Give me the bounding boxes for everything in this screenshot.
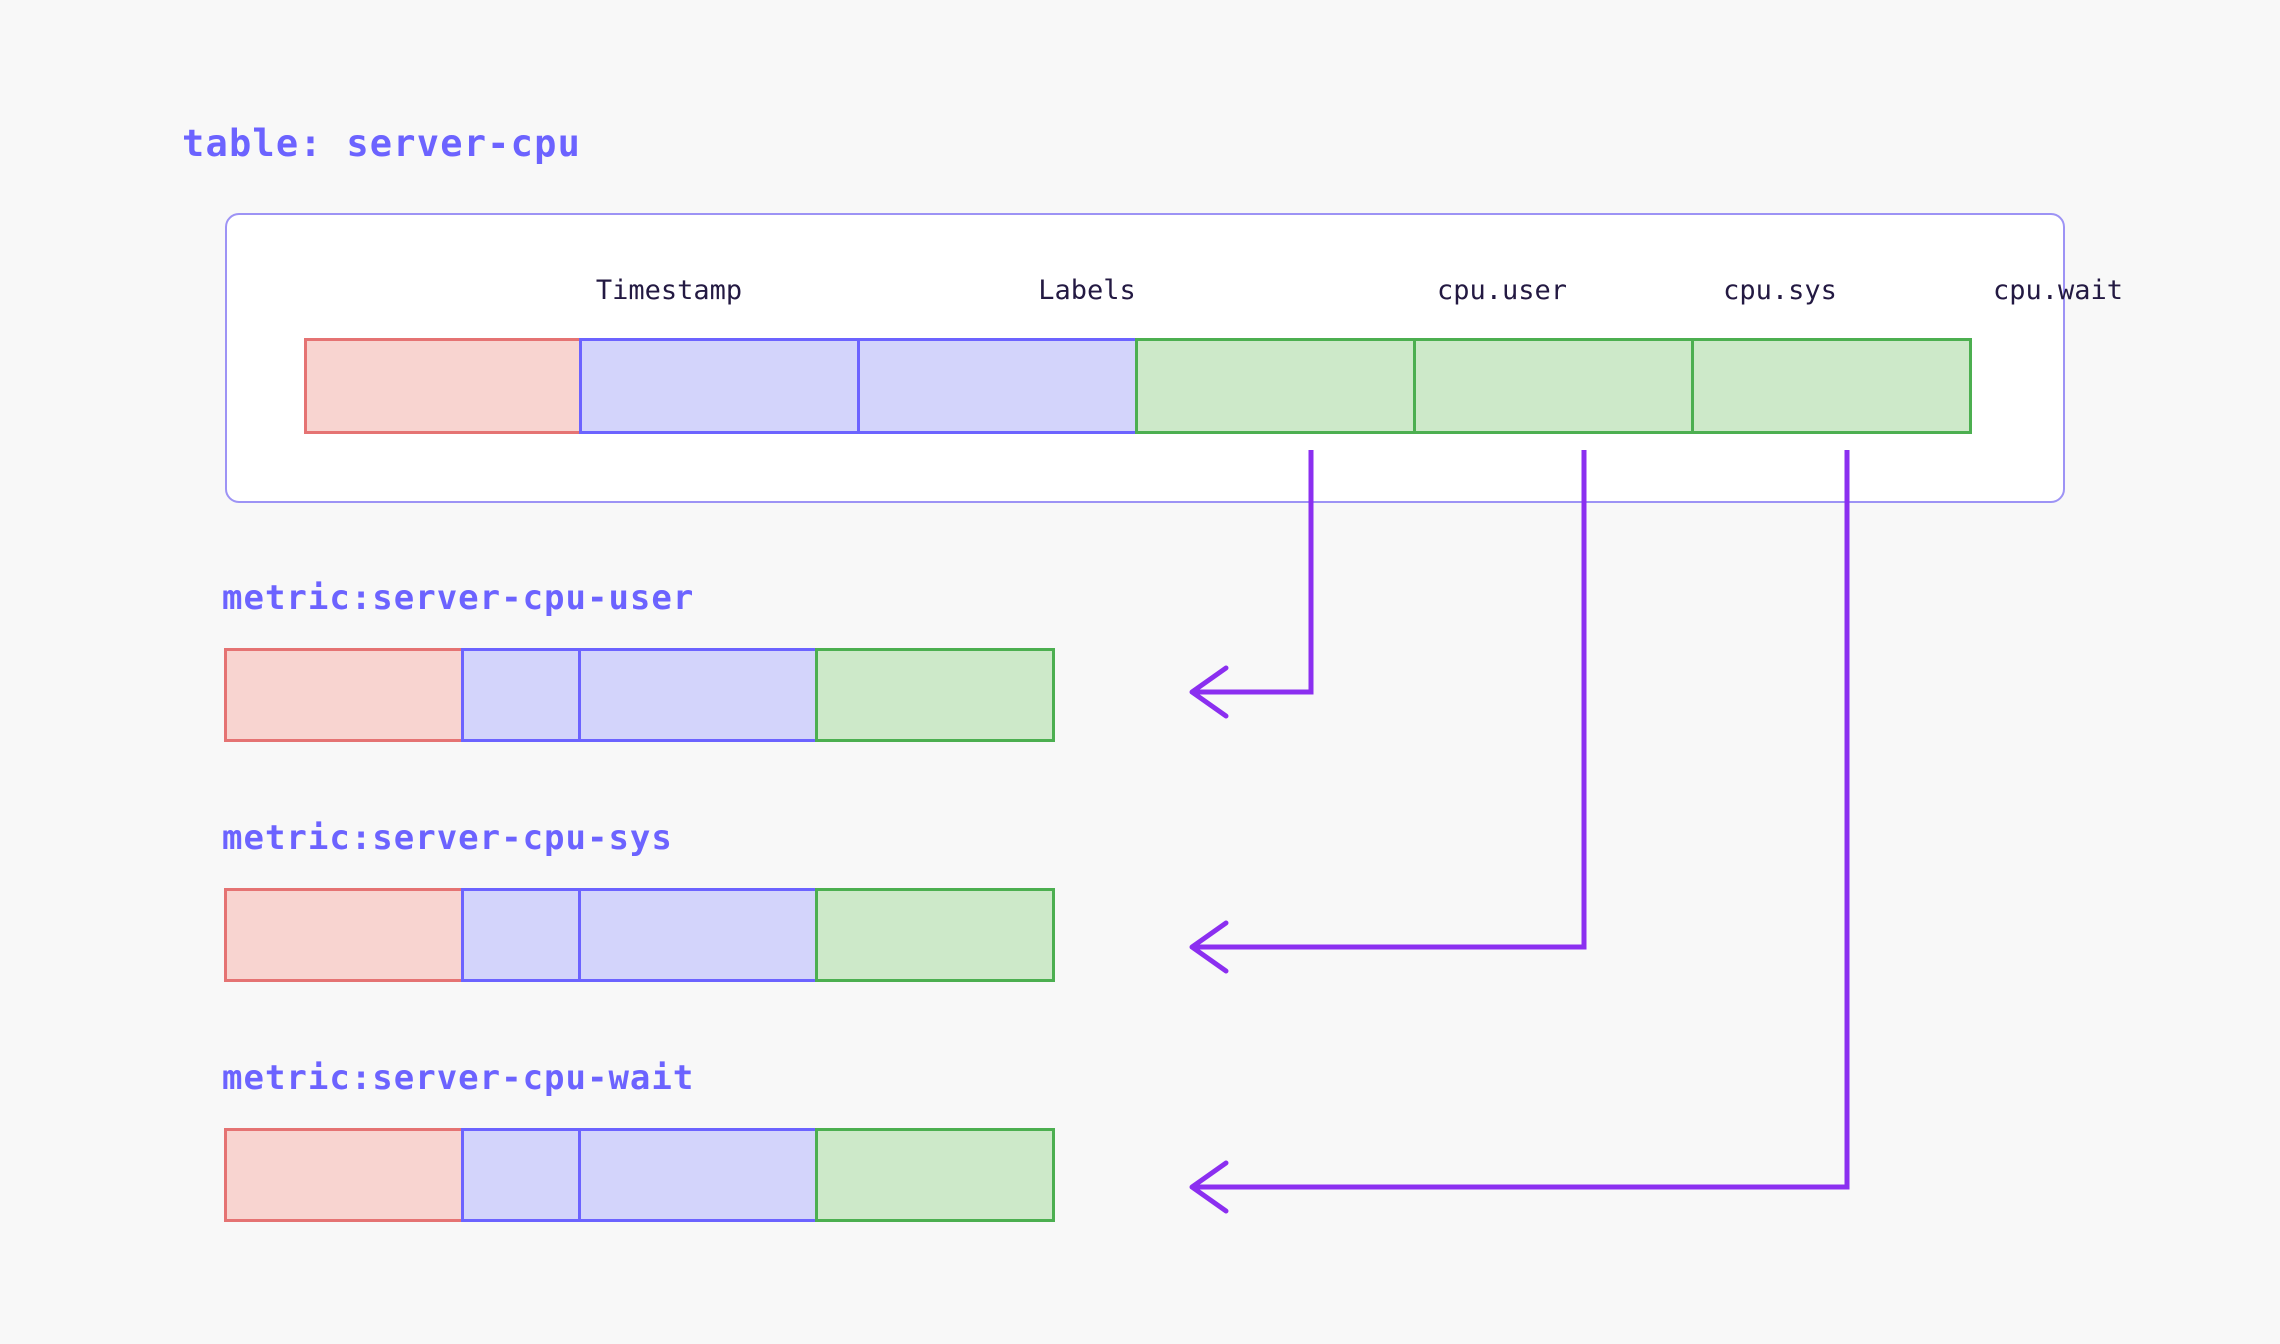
metric-cell-labels-b — [578, 888, 818, 982]
metric-label-server-cpu-wait: metric:server-cpu-wait — [222, 1058, 695, 1098]
metric-cell-timestamp — [224, 648, 464, 742]
metric-row-server-cpu-sys — [224, 888, 1055, 982]
table-cell-cpu-wait — [1691, 338, 1972, 434]
metric-cell-value — [815, 648, 1055, 742]
metric-cell-value — [815, 1128, 1055, 1222]
table-cell-labels-a — [579, 338, 860, 434]
table-cell-cpu-user — [1135, 338, 1416, 434]
metric-label-server-cpu-user: metric:server-cpu-user — [222, 578, 695, 618]
arrow-cpu-sys — [1189, 450, 1587, 974]
metric-cell-value — [815, 888, 1055, 982]
metric-cell-labels-a — [461, 1128, 581, 1222]
metric-cell-timestamp — [224, 888, 464, 982]
arrow-cpu-wait — [1189, 450, 1850, 1214]
column-header-cpu-user: cpu.user — [1436, 275, 1568, 306]
metric-cell-labels-b — [578, 1128, 818, 1222]
table-cell-timestamp — [304, 338, 582, 434]
metric-cell-labels-b — [578, 648, 818, 742]
column-header-timestamp: Timestamp — [595, 275, 743, 306]
column-header-labels: Labels — [1038, 275, 1136, 306]
metric-cell-timestamp — [224, 1128, 464, 1222]
metric-cell-labels-a — [461, 888, 581, 982]
table-cell-cpu-sys — [1413, 338, 1694, 434]
page-title: table: server-cpu — [182, 122, 582, 165]
metric-label-server-cpu-sys: metric:server-cpu-sys — [222, 818, 673, 858]
metric-row-server-cpu-wait — [224, 1128, 1055, 1222]
column-header-cpu-sys: cpu.sys — [1723, 275, 1837, 306]
column-header-cpu-wait: cpu.wait — [1992, 275, 2124, 306]
table-column-headers: Timestamp Labels cpu.user cpu.sys cpu.wa… — [225, 275, 2123, 317]
table-row — [304, 338, 1972, 434]
metric-row-server-cpu-user — [224, 648, 1055, 742]
metric-cell-labels-a — [461, 648, 581, 742]
table-cell-labels-b — [857, 338, 1138, 434]
